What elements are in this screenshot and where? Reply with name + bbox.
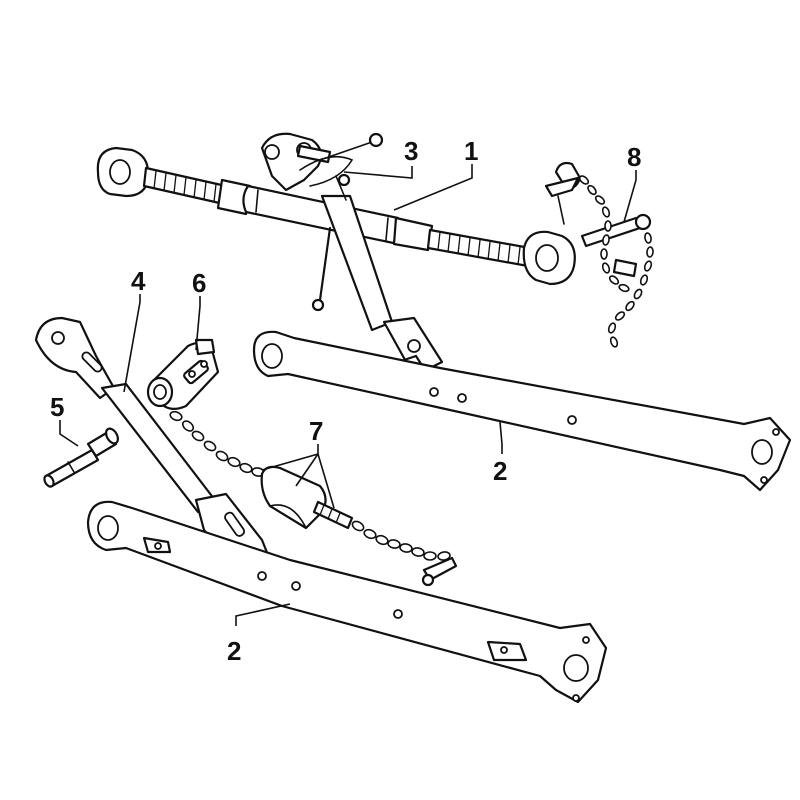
chain-links-top xyxy=(578,175,654,348)
chain-links-right xyxy=(351,520,451,561)
link-pin xyxy=(43,427,119,488)
leader-lines xyxy=(59,164,637,626)
linch-pin-with-chain xyxy=(544,161,654,348)
callout-labels: 1 2 2 3 4 5 6 7 8 xyxy=(50,136,641,666)
callout-3: 3 xyxy=(404,136,418,166)
callout-2-upper: 2 xyxy=(493,456,507,486)
callout-2-lower: 2 xyxy=(227,636,241,666)
check-chain xyxy=(169,410,458,587)
callout-5: 5 xyxy=(50,392,64,422)
stabilizer-sleeve xyxy=(146,338,220,411)
callout-4: 4 xyxy=(131,266,146,296)
callout-6: 6 xyxy=(192,268,206,298)
chain-links-left xyxy=(169,410,265,477)
lower-link-left xyxy=(86,500,608,704)
callout-1: 1 xyxy=(464,136,478,166)
callout-8: 8 xyxy=(627,142,641,172)
callout-7: 7 xyxy=(309,416,323,446)
lower-link-right xyxy=(252,330,792,492)
top-link xyxy=(96,146,576,286)
